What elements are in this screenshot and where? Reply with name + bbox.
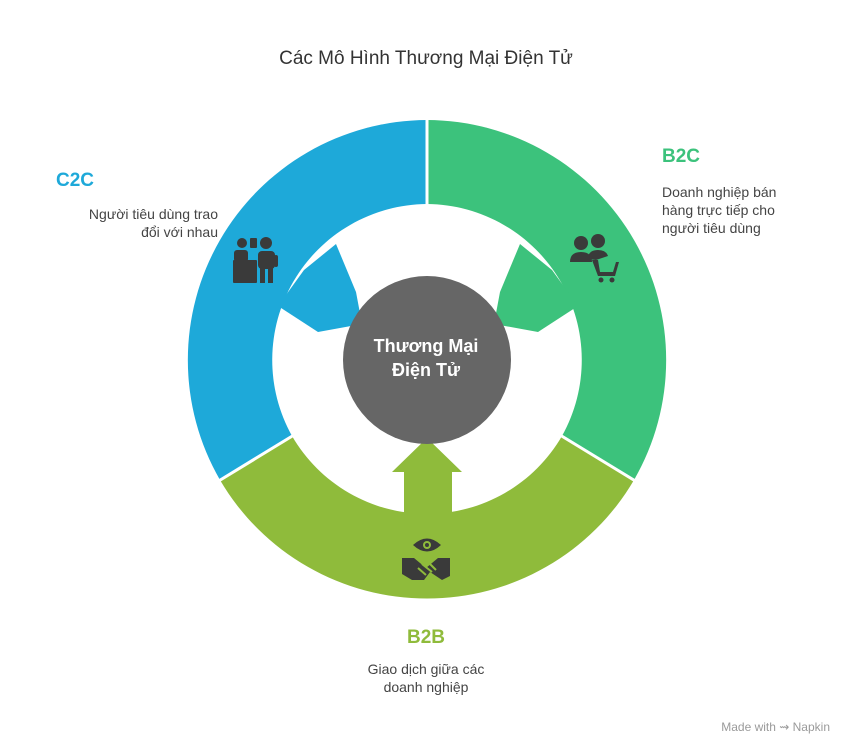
separator-left bbox=[216, 433, 295, 484]
arrow-b2b bbox=[392, 438, 462, 520]
center-circle bbox=[343, 276, 511, 444]
ring-segment-b2c bbox=[427, 120, 667, 480]
b2c-desc-line: người tiêu dùng bbox=[662, 220, 761, 236]
b2c-desc-line: Doanh nghiệp bán bbox=[662, 184, 777, 200]
center-label: Thương Mại Điện Tử bbox=[343, 334, 509, 382]
people-exchange-icon bbox=[233, 237, 278, 283]
b2b-title: B2B bbox=[406, 627, 445, 648]
c2c-description: Người tiêu dùng trao đổi với nhau bbox=[40, 205, 218, 241]
shopper-cart-icon bbox=[570, 234, 619, 283]
center-label-line: Điện Tử bbox=[391, 360, 461, 380]
arrow-b2c bbox=[494, 244, 578, 332]
b2b-desc-line: doanh nghiệp bbox=[383, 679, 469, 695]
b2c-description: Doanh nghiệp bán hàng trực tiếp cho ngườ… bbox=[662, 183, 802, 237]
center-label-line: Thương Mại bbox=[373, 336, 479, 356]
b2c-title: B2C bbox=[662, 146, 701, 167]
c2c-title: C2C bbox=[56, 170, 95, 191]
handshake-eye-icon bbox=[402, 538, 450, 580]
c2c-desc-line: đổi với nhau bbox=[141, 224, 218, 240]
diagram-title: Các Mô Hình Thương Mại Điện Tử bbox=[279, 48, 573, 69]
b2c-desc-line: hàng trực tiếp cho bbox=[662, 202, 775, 218]
b2b-description: Giao dịch giữa các doanh nghiệp bbox=[0, 660, 852, 696]
napkin-watermark[interactable]: Made with ⇝ Napkin bbox=[721, 720, 830, 734]
arrow-c2c bbox=[278, 244, 362, 332]
b2b-desc-line: Giao dịch giữa các bbox=[367, 661, 485, 677]
separator-right bbox=[559, 433, 638, 484]
c2c-desc-line: Người tiêu dùng trao bbox=[88, 206, 218, 222]
ring-segment-c2c bbox=[187, 120, 427, 480]
